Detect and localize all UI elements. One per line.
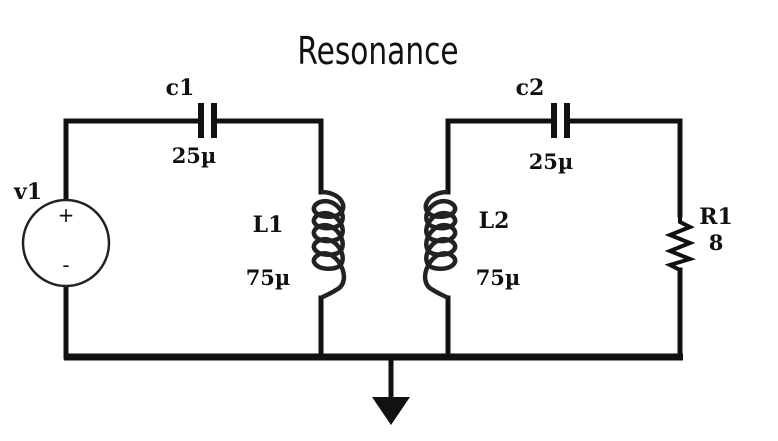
l1-label: L1	[253, 212, 284, 238]
left-loop-wires	[63, 118, 324, 360]
ground-arrow-icon	[372, 397, 410, 425]
r1-label: R1	[699, 204, 733, 230]
wire-right-top-b	[566, 118, 683, 218]
inductor-l2: L2 75µ	[422, 189, 521, 300]
r1-zigzag	[664, 215, 697, 272]
wire-left-top-a	[63, 118, 202, 203]
wire-right-top-a	[445, 118, 555, 195]
v1-label: v1	[13, 179, 42, 205]
l2-coil	[422, 189, 458, 300]
c2-label: c2	[516, 75, 545, 101]
ground-symbol	[372, 354, 410, 425]
c2-value: 25µ	[529, 149, 574, 174]
l1-value: 75µ	[246, 265, 291, 290]
voltage-source-v1: + - v1	[13, 179, 111, 288]
diagram-title: Resonance	[297, 29, 458, 74]
l1-coil	[311, 189, 347, 300]
resistor-r1: R1 8	[664, 204, 733, 272]
l2-value: 75µ	[476, 265, 521, 290]
wire-left-top-b	[213, 118, 324, 195]
c1-label: c1	[166, 75, 195, 101]
r1-value: 8	[709, 230, 724, 255]
capacitor-c1: c1 25µ	[166, 75, 217, 168]
capacitor-c2: c2 25µ	[516, 75, 574, 174]
v1-plus-sign: +	[58, 203, 75, 227]
c1-value: 25µ	[172, 143, 217, 168]
v1-circle	[21, 198, 111, 288]
right-loop-wires	[445, 118, 683, 360]
v1-minus-sign: -	[62, 253, 69, 277]
l2-label: L2	[479, 208, 510, 234]
inductor-l1: L1 75µ	[246, 189, 347, 300]
